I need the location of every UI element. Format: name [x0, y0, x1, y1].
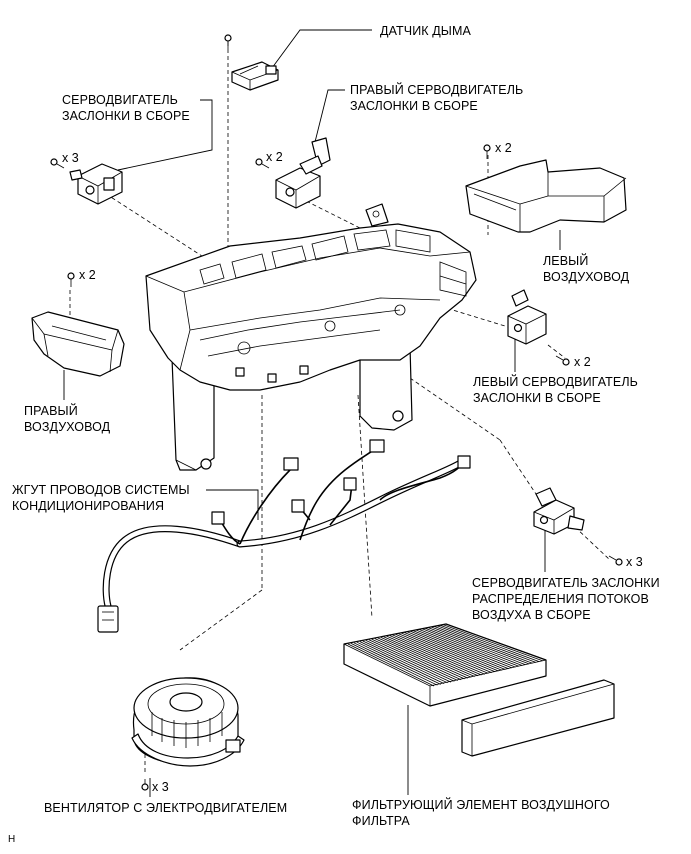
- air-filter-element-part: [343, 623, 615, 757]
- filter-pleat: [401, 632, 496, 673]
- filter-pleat: [356, 641, 445, 684]
- label-text: ЗАСЛОНКИ В СБОРЕ: [473, 391, 601, 405]
- qty-distribution-servo-screws: x 3: [626, 555, 643, 569]
- label-text: СЕРВОДВИГАТЕЛЬ ЗАСЛОНКИ: [472, 576, 660, 590]
- qty-right-servo-screws: x 2: [266, 150, 283, 164]
- label-text: ПРАВЫЙ: [24, 404, 78, 418]
- ac-wire-harness-part: [97, 439, 471, 633]
- left-air-duct-part: [465, 159, 627, 233]
- filter-pleat: [380, 636, 472, 678]
- filter-pleat: [359, 641, 448, 684]
- filter-pleat: [431, 626, 530, 665]
- corner-mark: H: [8, 832, 15, 848]
- smoke-sensor-part: [231, 61, 279, 91]
- label-text: ЖГУТ ПРОВОДОВ СИСТЕМЫ: [12, 483, 190, 497]
- screw-icon: [483, 144, 491, 159]
- qty-blower-screws: x 3: [152, 780, 169, 794]
- filter-pleat: [404, 632, 499, 672]
- filter-pleat: [433, 626, 533, 664]
- filter-pleat: [374, 638, 465, 680]
- filter-pleat: [353, 642, 441, 685]
- filter-pleat: [371, 638, 462, 681]
- label-harness: ЖГУТ ПРОВОДОВ СИСТЕМЫ КОНДИЦИОНИРОВАНИЯ: [12, 482, 190, 514]
- label-text: ДАТЧИК ДЫМА: [380, 24, 471, 38]
- label-text: ЛЕВЫЙ: [543, 254, 589, 268]
- label-filter: ФИЛЬТРУЮЩИЙ ЭЛЕМЕНТ ВОЗДУШНОГО ФИЛЬТРА: [352, 797, 610, 829]
- filter-pleat: [439, 624, 540, 662]
- label-text: КОНДИЦИОНИРОВАНИЯ: [12, 499, 165, 513]
- qty-left-servo-screws: x 2: [574, 355, 591, 369]
- filter-pleat: [419, 629, 516, 668]
- label-servo: СЕРВОДВИГАТЕЛЬ ЗАСЛОНКИ В СБОРЕ: [62, 92, 190, 124]
- label-text: ЗАСЛОНКИ В СБОРЕ: [62, 109, 190, 123]
- right-servo-motor-part: [275, 137, 331, 209]
- label-text: ЛЕВЫЙ СЕРВОДВИГАТЕЛЬ: [473, 375, 638, 389]
- label-text: ЗАСЛОНКИ В СБОРЕ: [350, 99, 478, 113]
- screw-icon: [255, 158, 270, 169]
- label-left-duct: ЛЕВЫЙ ВОЗДУХОВОД: [543, 253, 629, 285]
- label-left-servo: ЛЕВЫЙ СЕРВОДВИГАТЕЛЬ ЗАСЛОНКИ В СБОРЕ: [473, 374, 638, 406]
- qty-servo-screws: x 3: [62, 151, 79, 165]
- filter-pleat: [422, 628, 519, 667]
- qty-left-duct-screws: x 2: [495, 141, 512, 155]
- filter-pleat: [365, 640, 455, 682]
- filter-pleat: [395, 633, 489, 674]
- filter-pleat: [442, 624, 543, 662]
- air-distribution-servo-part: [533, 487, 585, 535]
- blower-motor-part: [131, 677, 245, 767]
- label-text: ВОЗДУХОВОД: [24, 420, 111, 434]
- left-servo-motor-part: [507, 289, 547, 345]
- filter-pleat: [386, 635, 479, 677]
- hvac-unit-part: [145, 203, 477, 471]
- label-blower: ВЕНТИЛЯТОР С ЭЛЕКТРОДВИГАТЕЛЕМ: [44, 800, 287, 816]
- filter-pleat: [398, 633, 492, 673]
- label-text: ФИЛЬТРА: [352, 814, 410, 828]
- filter-pleat: [410, 630, 506, 670]
- assembly-dashed-lines: [69, 42, 611, 772]
- screw-icon: [50, 158, 65, 169]
- label-right-duct: ПРАВЫЙ ВОЗДУХОВОД: [24, 403, 110, 435]
- label-smoke-sensor: ДАТЧИК ДЫМА: [380, 23, 471, 39]
- screw-icon: [224, 34, 232, 49]
- screw-icon: [67, 272, 75, 287]
- label-text: СЕРВОДВИГАТЕЛЬ: [62, 93, 178, 107]
- label-text: ПРАВЫЙ СЕРВОДВИГАТЕЛЬ: [350, 83, 524, 97]
- screw-icon: [141, 779, 149, 791]
- filter-pleat: [413, 630, 509, 670]
- leader-lines: [63, 29, 561, 797]
- filter-pleat: [368, 639, 458, 681]
- screw-icon: [608, 555, 623, 566]
- label-text: ФИЛЬТРУЮЩИЙ ЭЛЕМЕНТ ВОЗДУШНОГО: [352, 798, 610, 812]
- filter-pleat: [383, 636, 475, 677]
- label-text: ВОЗДУХА В СБОРЕ: [472, 608, 591, 622]
- servo-motor-part: [69, 163, 123, 205]
- filter-pleat: [392, 634, 486, 675]
- filter-pleat: [445, 623, 547, 661]
- filter-pleat: [407, 631, 503, 671]
- filter-pleat: [377, 637, 469, 679]
- filter-pleat: [428, 627, 526, 666]
- screw-icon: [555, 355, 570, 366]
- filter-pleat: [416, 629, 513, 669]
- filter-pleat: [436, 625, 536, 663]
- label-text: ВЕНТИЛЯТОР С ЭЛЕКТРОДВИГАТЕЛЕМ: [44, 801, 288, 815]
- filter-pleat: [362, 640, 452, 683]
- label-text: H: [8, 834, 16, 845]
- label-text: РАСПРЕДЕЛЕНИЯ ПОТОКОВ: [472, 592, 649, 606]
- filter-pleat: [347, 643, 435, 687]
- label-right-servo: ПРАВЫЙ СЕРВОДВИГАТЕЛЬ ЗАСЛОНКИ В СБОРЕ: [350, 82, 523, 114]
- qty-right-duct-screws: x 2: [79, 268, 96, 282]
- right-air-duct-part: [31, 311, 125, 377]
- label-text: ВОЗДУХОВОД: [543, 270, 630, 284]
- label-distribution-servo: СЕРВОДВИГАТЕЛЬ ЗАСЛОНКИ РАСПРЕДЕЛЕНИЯ ПО…: [472, 575, 660, 623]
- filter-pleat: [350, 643, 438, 686]
- filter-pleat: [389, 635, 482, 676]
- filter-pleat: [425, 627, 523, 666]
